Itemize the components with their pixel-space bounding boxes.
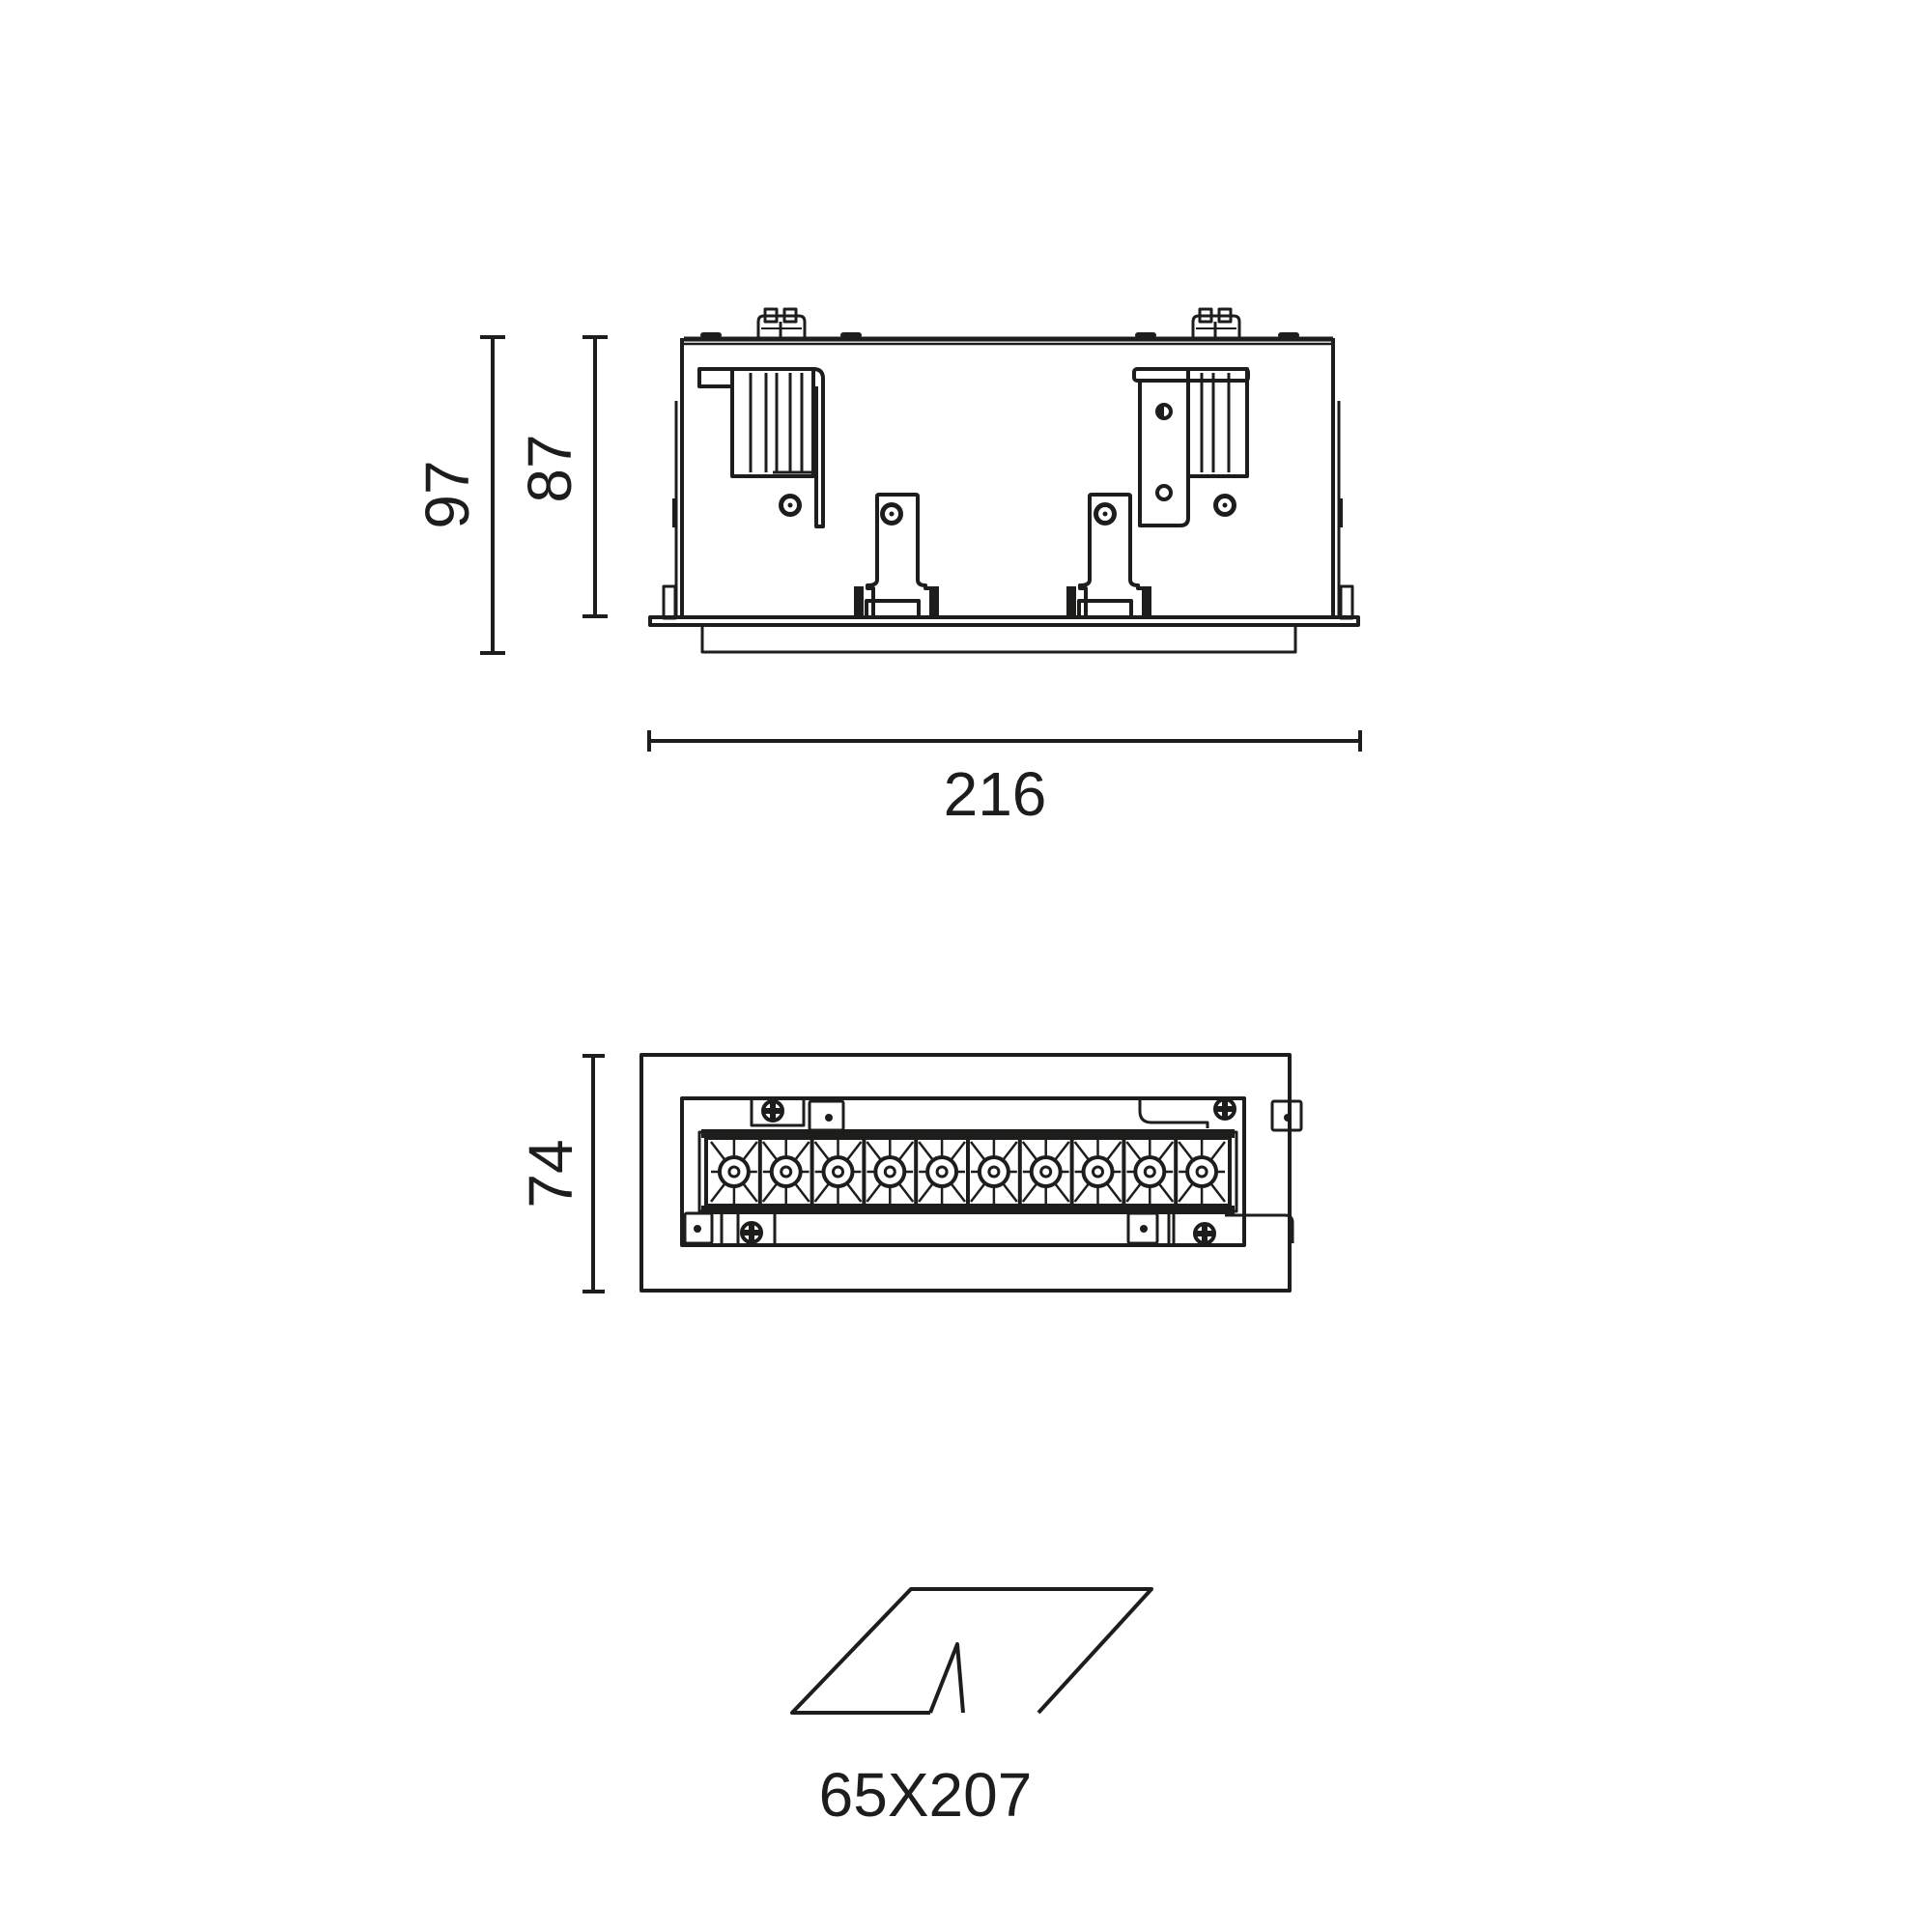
led-cells (710, 1140, 1226, 1204)
led-strip (697, 1129, 1238, 1214)
spring-clip-left (697, 367, 825, 528)
dimension-label-body-height: 87 (515, 434, 584, 502)
inner-housing (680, 1096, 1246, 1247)
side-view: 97 87 (412, 307, 1362, 829)
mounting-tab-right (1066, 493, 1151, 619)
dimension-overall-width: 216 (647, 730, 1362, 829)
trim-frame (639, 1053, 1292, 1293)
front-view: 74 (516, 1053, 1303, 1293)
spring-clip-right (1132, 367, 1250, 527)
cutout-dimension-label: 65X207 (819, 1760, 1033, 1830)
dimension-front-height: 74 (516, 1054, 605, 1293)
terminal-right (1191, 307, 1241, 337)
bottom-left-brackets (683, 1211, 777, 1247)
dimension-label-overall-width: 216 (944, 759, 1047, 829)
mounting-tab-left (854, 493, 939, 619)
led-cell (862, 1140, 915, 1204)
cutout-section: 65X207 (790, 1587, 1153, 1830)
bottom-right-brackets (1126, 1211, 1294, 1245)
led-cell (757, 1140, 810, 1204)
led-cell (1174, 1140, 1226, 1204)
dimension-label-overall-height: 97 (412, 460, 482, 528)
led-cell (810, 1140, 863, 1204)
housing-body (648, 307, 1360, 654)
led-cell (914, 1140, 966, 1204)
dimension-body-height: 87 (515, 335, 608, 618)
ceiling-cutout-icon (790, 1587, 1153, 1715)
led-cell (710, 1140, 758, 1204)
terminal-left (756, 307, 807, 337)
top-left-brackets (750, 1098, 845, 1132)
led-cell (1122, 1140, 1175, 1204)
led-cell (966, 1140, 1018, 1204)
dimension-overall-height: 97 (412, 335, 505, 655)
led-cell (1017, 1140, 1070, 1204)
top-right-brackets (1138, 1097, 1303, 1132)
led-cell (1069, 1140, 1122, 1204)
dimension-label-front-height: 74 (516, 1139, 585, 1208)
